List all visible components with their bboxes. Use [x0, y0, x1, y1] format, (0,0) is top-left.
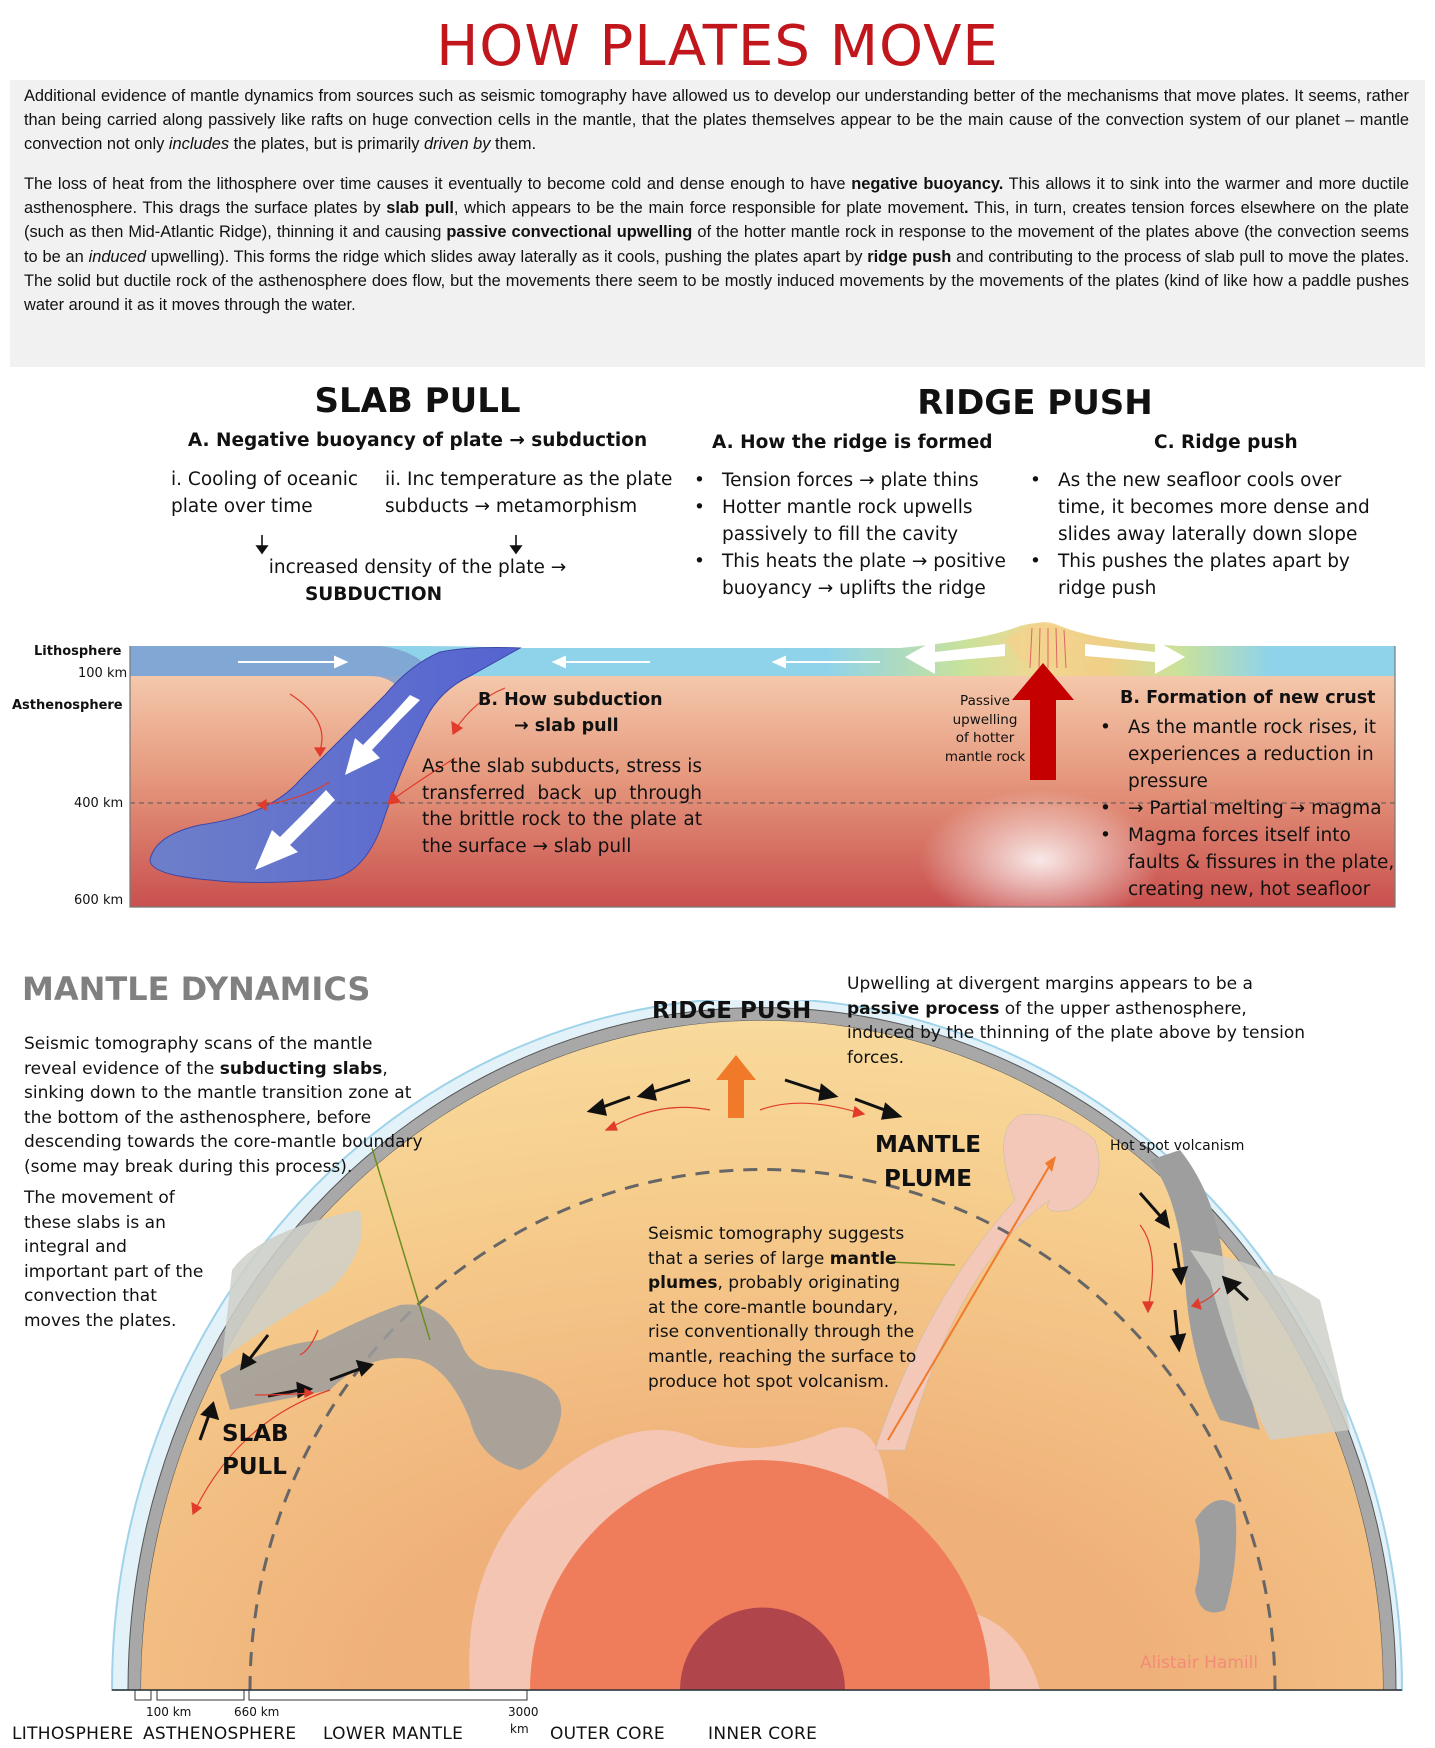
ridge-push-a-heading: A. How the ridge is formed — [712, 432, 993, 453]
divergent-upwelling-text: Upwelling at divergent margins appears t… — [847, 974, 1306, 1068]
cause-1-line-2: plate over time — [171, 496, 313, 517]
intro-paragraph-1: Additional evidence of mantle dynamics f… — [24, 87, 1409, 154]
passive-upwelling-label: Passive upwelling of hotter mantle rock — [940, 692, 1030, 766]
result-line-1: increased density of the plate → — [268, 557, 567, 578]
mantle-dynamics-diagram — [110, 1000, 1404, 1701]
depth-400-label: 400 km — [74, 796, 124, 811]
list-item: This heats the plate → positive buoyancy… — [690, 548, 1010, 602]
ridge-push-label: RIDGE PUSH — [652, 998, 812, 1024]
author-credit: Alistair Hamill — [1140, 1653, 1259, 1673]
slabs-description: Seismic tomography scans of the mantle r… — [24, 1034, 423, 1177]
new-crust-list: As the mantle rock rises, it experiences… — [1096, 714, 1396, 903]
new-crust-heading: B. Formation of new crust — [1120, 688, 1376, 708]
label-line: PULL — [222, 1454, 287, 1480]
right-slab — [1150, 1150, 1260, 1430]
subducting-slab — [149, 647, 522, 883]
label-line: PLUME — [884, 1166, 972, 1192]
upwelling-arrow — [1012, 663, 1074, 780]
layer-lithosphere: LITHOSPHERE — [12, 1724, 134, 1744]
plume-flow-line — [887, 1164, 1051, 1441]
list-item: Magma forces itself into faults & fissur… — [1096, 822, 1396, 903]
list-item: Tension forces → plate thins — [690, 467, 1010, 494]
lithosphere-motion-arrows — [198, 1078, 1250, 1441]
inner-core — [680, 1607, 845, 1690]
ridge-upwelling-arrow — [716, 1055, 756, 1118]
slab-sink-arrows — [255, 695, 420, 870]
label-line: upwelling — [952, 711, 1018, 728]
label-line: of hotter — [955, 730, 1015, 746]
result-line-2: SUBDUCTION — [304, 584, 443, 605]
label-line: Passive — [960, 693, 1010, 709]
mantle-flow-arrows — [256, 687, 506, 812]
left-overriding-plate — [222, 1210, 362, 1360]
intro-paragraph-2: The loss of heat from the lithosphere ov… — [24, 175, 1410, 315]
subduction-b-text: As the slab subducts, stress is transfer… — [422, 756, 702, 857]
slab-pull-result: increased density of the plate → SUBDUCT… — [0, 554, 835, 608]
ridge-push-heading: RIDGE PUSH — [917, 383, 1153, 423]
detached-slab — [1195, 1500, 1237, 1613]
lithosphere-label: Lithosphere — [34, 644, 122, 659]
pointer-line-slabs — [371, 1147, 431, 1341]
outer-core — [530, 1460, 990, 1690]
ridge-push-c-heading: C. Ridge push — [1154, 432, 1298, 453]
plume-flow-arrowhead — [1045, 1156, 1056, 1172]
ridge-push-a-list: Tension forces → plate thins Hotter mant… — [690, 467, 1010, 602]
label-line: MANTLE — [875, 1132, 981, 1158]
mantle-plume-label: MANTLE PLUME — [868, 1128, 988, 1196]
layer-outer-core: OUTER CORE — [550, 1724, 665, 1744]
plate-motion-arrows — [238, 655, 880, 669]
ridge-push-c-list: As the new seafloor cools over time, it … — [1026, 467, 1376, 602]
label-line: mantle rock — [944, 748, 1026, 765]
subduction-b-heading-1: B. How subduction — [478, 690, 663, 710]
cause-2-line-1: ii. Inc temperature as the plate — [385, 469, 673, 490]
list-item: As the mantle rock rises, it experiences… — [1096, 714, 1396, 795]
hot-spot-label: Hot spot volcanism — [1110, 1138, 1245, 1154]
slab-pull-cause-2: ii. Inc temperature as the plate subduct… — [385, 466, 672, 520]
list-item: → Partial melting → magma — [1096, 795, 1396, 822]
layer-inner-core: INNER CORE — [708, 1724, 818, 1744]
layer-asthenosphere: ASTHENOSPHERE — [143, 1724, 297, 1744]
slabs-importance: The movement of these slabs is an integr… — [24, 1188, 204, 1331]
asthenosphere-label: Asthenosphere — [12, 698, 123, 713]
plume-description: Seismic tomography suggests that a serie… — [648, 1224, 917, 1392]
ridge-cap — [1005, 622, 1078, 666]
slab-pull-down-arrows — [255, 535, 523, 555]
intro-box: Additional evidence of mantle dynamics f… — [10, 80, 1425, 367]
depth-600-label: 600 km — [74, 893, 124, 908]
pointer-line-plumes — [887, 1261, 956, 1266]
slab-pull-heading: SLAB PULL — [314, 381, 521, 421]
list-item: As the new seafloor cools over time, it … — [1026, 467, 1376, 548]
overriding-plate — [130, 646, 430, 690]
page-title: HOW PLATES MOVE — [436, 14, 999, 79]
left-slab — [220, 1304, 562, 1470]
layer-lower-mantle: LOWER MANTLE — [323, 1724, 464, 1744]
subduction-b-heading-2: → slab pull — [514, 716, 619, 736]
list-item: This pushes the plates apart by ridge pu… — [1026, 548, 1376, 602]
cause-1-line-1: i. Cooling of oceanic — [171, 469, 359, 490]
slab-pull-cause-1: i. Cooling of oceanic plate over time — [171, 466, 358, 520]
scale-100km: 100 km — [146, 1705, 192, 1719]
depth-100-label: 100 km — [78, 666, 128, 681]
slab-pull-label: SLAB PULL — [222, 1418, 302, 1484]
scale-3000: 3000 — [508, 1705, 539, 1719]
scale-km-unit: km — [510, 1722, 529, 1736]
right-overriding-plate — [1190, 1250, 1350, 1440]
scale-660km: 660 km — [234, 1705, 280, 1719]
scale-brackets — [134, 1690, 528, 1701]
slab-pull-subheading: A. Negative buoyancy of plate → subducti… — [187, 430, 648, 451]
ridge-push-arrows — [905, 640, 1185, 674]
cause-2-line-2: subducts → metamorphism — [385, 496, 638, 517]
mantle-flow-arrows — [191, 1102, 1221, 1516]
mantle-dynamics-heading: MANTLE DYNAMICS — [22, 970, 371, 1008]
label-line: SLAB — [222, 1421, 289, 1447]
list-item: Hotter mantle rock upwells passively to … — [690, 494, 1010, 548]
magma-lines — [1029, 627, 1067, 669]
